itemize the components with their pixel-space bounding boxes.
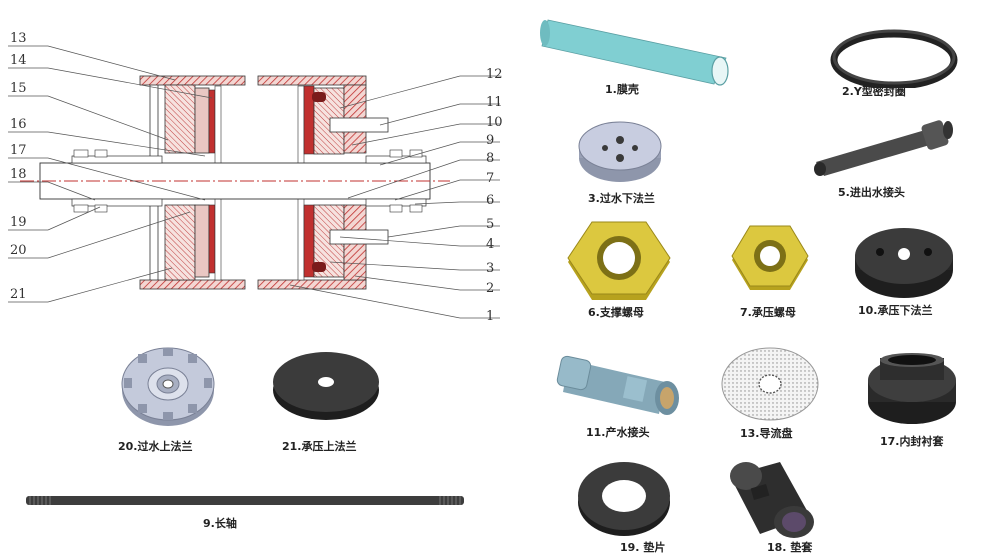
part-1-image — [540, 19, 729, 86]
part-7-label: 7.承压螺母 — [740, 306, 796, 319]
part-6-label: 6.支撑螺母 — [588, 306, 644, 319]
assembly-section-drawing — [8, 45, 500, 319]
callout-3: 3 — [486, 261, 495, 276]
callout-17: 17 — [10, 143, 27, 158]
callout-15: 15 — [10, 81, 27, 96]
part-18-image — [730, 462, 814, 538]
part-3-image — [578, 121, 662, 182]
part-21-image — [273, 352, 379, 420]
part-9-label: 9.长轴 — [203, 517, 237, 530]
part-17-image — [868, 353, 956, 424]
callout-14: 14 — [10, 53, 27, 68]
part-13-label: 13.导流盘 — [740, 427, 793, 440]
callout-13: 13 — [10, 31, 27, 46]
right-leader-lines — [289, 75, 500, 319]
part-9-image — [26, 496, 464, 505]
left-leader-lines — [8, 45, 213, 303]
part-21-label: 21.承压上法兰 — [282, 440, 357, 453]
part-20-label: 20.过水上法兰 — [118, 440, 193, 453]
part-11-label: 11.产水接头 — [586, 426, 650, 439]
callout-8: 8 — [486, 151, 495, 166]
callout-11: 11 — [486, 95, 503, 110]
part-1-label: 1.膜壳 — [605, 83, 639, 96]
callout-12: 12 — [486, 67, 503, 82]
part-19-label: 19. 垫片 — [620, 541, 666, 554]
callout-2: 2 — [486, 281, 495, 296]
callout-20: 20 — [10, 243, 27, 258]
callout-6: 6 — [486, 193, 495, 208]
part-10-label: 10.承压下法兰 — [858, 304, 933, 317]
part-13-image — [721, 347, 819, 421]
callout-1: 1 — [486, 309, 495, 324]
part-11-image — [556, 355, 679, 415]
callout-4: 4 — [486, 237, 495, 252]
part-18-label: 18. 垫套 — [767, 541, 813, 554]
part-20-image — [121, 347, 215, 426]
callout-16: 16 — [10, 117, 27, 132]
part-5-label: 5.进出水接头 — [838, 186, 905, 199]
callout-7: 7 — [486, 171, 495, 186]
part-3-label: 3.过水下法兰 — [588, 192, 655, 205]
part-10-image — [855, 228, 953, 298]
callout-9: 9 — [486, 133, 495, 148]
part-17-label: 17.内封衬套 — [880, 435, 944, 448]
callout-19: 19 — [10, 215, 27, 230]
part-2-label: 2.Y型密封圈 — [842, 85, 906, 98]
part-7-image — [731, 225, 809, 290]
part-2-image — [830, 29, 958, 88]
callout-5: 5 — [486, 217, 495, 232]
callout-10: 10 — [486, 115, 503, 130]
part-19-image — [578, 462, 670, 536]
callout-21: 21 — [10, 287, 27, 302]
part-5-image — [814, 120, 953, 176]
part-6-image — [567, 221, 671, 300]
callout-18: 18 — [10, 167, 27, 182]
long-shaft — [20, 149, 450, 213]
